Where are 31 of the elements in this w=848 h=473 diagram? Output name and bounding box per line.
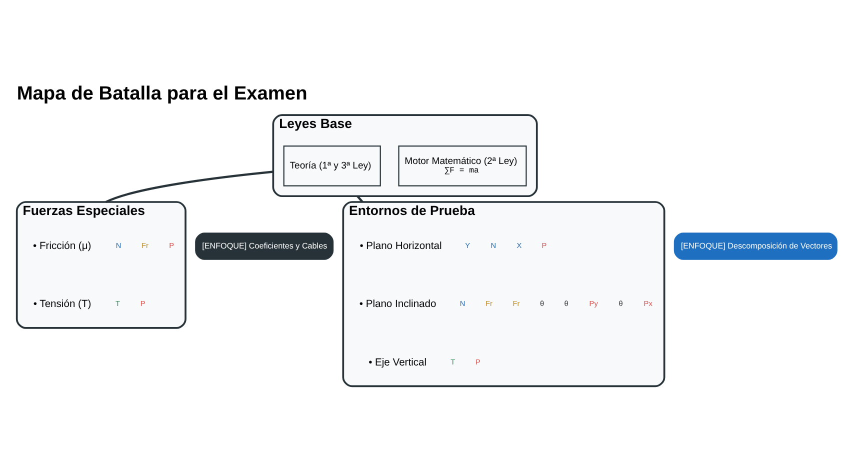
label: N	[116, 240, 122, 250]
diagram-title: Mapa de Batalla para el Examen	[16, 82, 308, 104]
label: Py	[589, 298, 598, 308]
node-text: • Plano Horizontal	[360, 240, 442, 252]
label: θ	[564, 298, 568, 308]
label: θ	[540, 298, 544, 308]
label: T	[116, 298, 120, 308]
label: P	[169, 240, 174, 250]
label: Y	[465, 240, 470, 250]
label: P	[542, 240, 547, 250]
node-text: • Fricción (μ)	[33, 240, 92, 252]
node-box: [ENFOQUE] Descomposición de Vectores	[674, 232, 838, 260]
label: P	[475, 356, 480, 366]
label: Px	[644, 298, 652, 308]
connector	[356, 194, 364, 202]
label: Fr	[512, 298, 520, 308]
label: N	[460, 298, 466, 308]
label: X	[516, 240, 522, 250]
label: P	[140, 298, 146, 308]
connector	[106, 170, 274, 203]
node-text: • Plano Inclinado	[359, 298, 436, 310]
node-box: Teoría (1ª y 3ª Ley)	[283, 144, 381, 186]
node-text: • Eje Vertical	[368, 356, 427, 368]
label: Fr	[486, 298, 492, 308]
node-text: • Tensión (T)	[33, 298, 92, 310]
label: N	[490, 240, 496, 250]
label: T	[450, 356, 456, 366]
label: Fr	[142, 240, 148, 250]
node-box: Motor Matemático (2ª Ley) ∑F = ma	[398, 144, 527, 186]
label: θ	[618, 298, 623, 308]
node-box: [ENFOQUE] Coeficientes y Cables	[195, 232, 334, 260]
